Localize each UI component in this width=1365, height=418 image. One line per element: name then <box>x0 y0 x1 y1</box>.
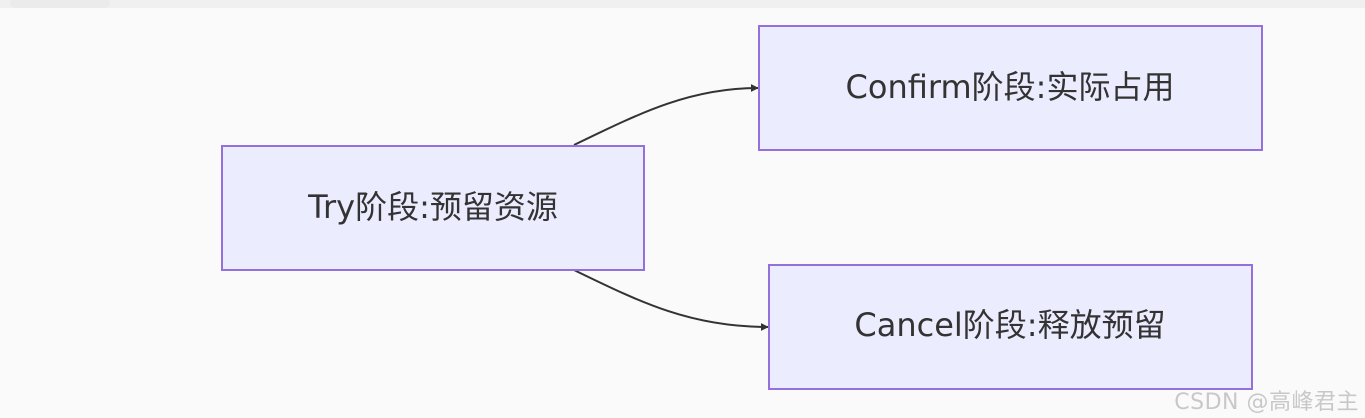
node-try[interactable]: Try阶段:预留资源 <box>221 145 645 271</box>
node-cancel-box <box>768 264 1253 390</box>
node-confirm[interactable]: Confirm阶段:实际占用 <box>758 25 1263 151</box>
top-strip <box>0 0 1365 8</box>
node-cancel-label: Cancel阶段:释放预留 <box>854 306 1165 344</box>
edge-try-to-cancel <box>573 269 769 331</box>
watermark: CSDN @高峰君主 <box>1174 390 1359 415</box>
node-confirm-box <box>758 25 1263 151</box>
top-strip-blob <box>10 0 110 8</box>
node-try-label: Try阶段:预留资源 <box>307 188 558 226</box>
node-cancel[interactable]: Cancel阶段:释放预留 <box>768 264 1253 390</box>
node-confirm-label: Confirm阶段:实际占用 <box>846 68 1175 106</box>
node-try-box <box>221 145 645 271</box>
edge-try-to-confirm <box>573 84 759 146</box>
